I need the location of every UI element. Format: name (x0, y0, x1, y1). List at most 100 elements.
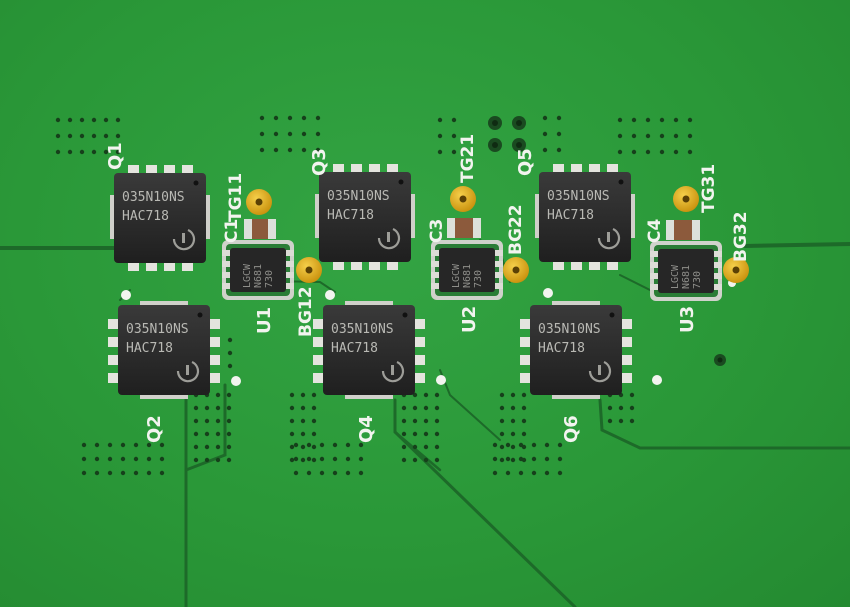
via-hole (631, 149, 637, 155)
label-tg31: TG31 (699, 164, 719, 213)
label-q4: Q4 (356, 415, 377, 443)
via-hole (518, 442, 524, 448)
via-hole (518, 456, 524, 462)
via-hole (193, 444, 199, 450)
mosfet-marking-line2: HAC718 (126, 341, 173, 356)
silkscreen-labels: Q1 Q3 Q5 Q2 Q4 Q6 U1 U2 U3 C1 C3 C4 TG11… (105, 134, 751, 443)
via-hole (437, 133, 443, 139)
via-hole (557, 442, 563, 448)
via-hole (437, 117, 443, 123)
via-hole (107, 470, 113, 476)
via-hole (193, 431, 199, 437)
via-hole (492, 470, 498, 476)
via-hole (289, 431, 295, 437)
test-pad-bg22 (503, 257, 529, 283)
via-hole (531, 442, 537, 448)
mosfet-marking-line1: 035N10NS (331, 322, 394, 337)
logo-icon (176, 360, 200, 383)
via-hole (193, 418, 199, 424)
via-hole (204, 431, 210, 437)
logo-icon (588, 360, 612, 383)
via-hole (673, 149, 679, 155)
via-hole (345, 456, 351, 462)
via-hole (133, 470, 139, 476)
via-hole (437, 149, 443, 155)
via-hole (146, 442, 152, 448)
via-hole (120, 442, 126, 448)
label-q5: Q5 (515, 148, 536, 176)
test-pad-bg12 (296, 257, 322, 283)
via-hole (332, 456, 338, 462)
via-hole (293, 456, 299, 462)
via-hole (226, 457, 232, 463)
via-hole (434, 418, 440, 424)
mosfet-marking-line1: 035N10NS (327, 189, 390, 204)
via-hole (412, 431, 418, 437)
via-hole (423, 444, 429, 450)
via-hole (451, 117, 457, 123)
via-hole (499, 392, 505, 398)
label-u3: U3 (677, 306, 698, 333)
test-pad-tg21 (450, 186, 476, 212)
capacitor-c4 (666, 220, 700, 240)
via-hole (556, 115, 562, 121)
via-hole (79, 149, 85, 155)
via-hole (120, 456, 126, 462)
via-hole (300, 418, 306, 424)
via-hole (687, 117, 693, 123)
via-hole (94, 470, 100, 476)
via-hole (645, 117, 651, 123)
via-hole (287, 131, 293, 137)
via-hole (273, 131, 279, 137)
label-q6: Q6 (561, 415, 582, 443)
label-bg32: BG32 (731, 211, 751, 262)
mosfet-group: 035N10NSHAC718035N10NSHAC718035N10NSHAC7… (108, 164, 635, 399)
via-hole (631, 117, 637, 123)
via-hole (629, 405, 635, 411)
via-hole (531, 456, 537, 462)
via-hole (673, 133, 679, 139)
via-hole (215, 444, 221, 450)
capacitor-c1 (244, 219, 276, 239)
via-hole (91, 117, 97, 123)
via-hole (556, 147, 562, 153)
via-hole (289, 457, 295, 463)
test-pads (246, 186, 749, 283)
via-hole (629, 392, 635, 398)
via-hole (215, 457, 221, 463)
via-hole (226, 431, 232, 437)
via-hole (618, 405, 624, 411)
via-hole (499, 444, 505, 450)
via-hole (287, 147, 293, 153)
driver-marking-line3: 730 (692, 271, 703, 289)
via-hole (544, 442, 550, 448)
via-hole (300, 392, 306, 398)
via-hole (159, 442, 165, 448)
via-hole (401, 457, 407, 463)
via-hole (146, 470, 152, 476)
driver-marking-line1: LGCW (670, 264, 681, 289)
label-tg11: TG11 (226, 173, 246, 222)
via-hole (311, 418, 317, 424)
via-hole (226, 392, 232, 398)
via-hole (300, 405, 306, 411)
via-hole (159, 470, 165, 476)
via-hole (492, 442, 498, 448)
via-hole (423, 392, 429, 398)
label-bg22: BG22 (506, 204, 526, 255)
via-hole (451, 133, 457, 139)
via-hole (510, 405, 516, 411)
via-hole (193, 457, 199, 463)
via-hole (423, 405, 429, 411)
mosfet-marking-line2: HAC718 (331, 341, 378, 356)
via-hole (259, 147, 265, 153)
via-hole (273, 115, 279, 121)
via-hole (401, 431, 407, 437)
driver-marking-line2: N681 (253, 264, 264, 288)
via-hole (505, 442, 511, 448)
via-hole (306, 456, 312, 462)
via-hole (617, 117, 623, 123)
via-hole (687, 149, 693, 155)
